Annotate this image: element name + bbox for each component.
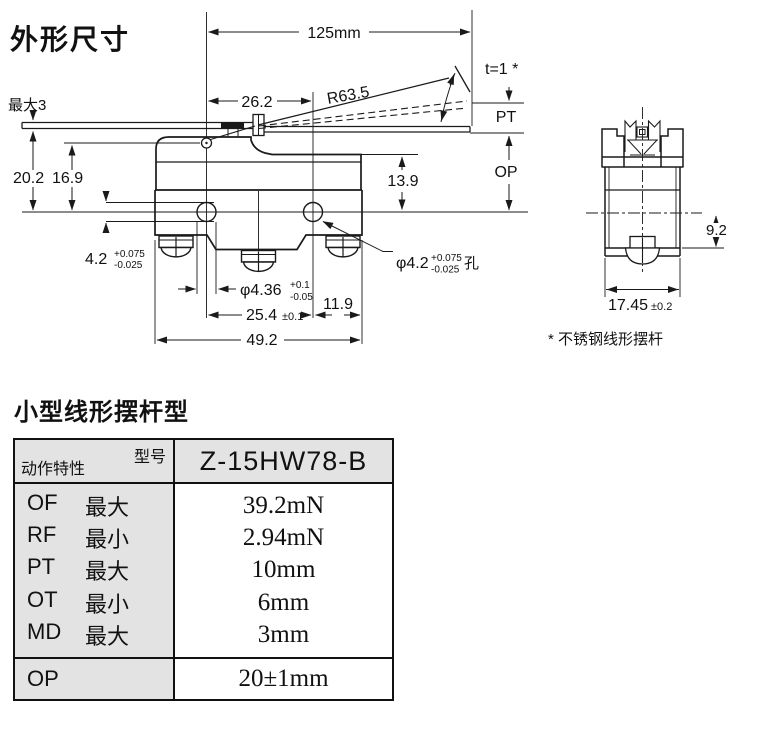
- svg-text:-0.025: -0.025: [114, 260, 143, 271]
- side-labels: 9.2 17.45 ±0.2 * 不锈钢线形摆杆: [548, 222, 733, 348]
- svg-text:-0.05: -0.05: [290, 292, 313, 303]
- row-value: 6mm: [257, 588, 310, 616]
- characteristic-codes-cell: OF 最大 RF 最小 PT 最大 OT 最小 MD 最大: [15, 482, 173, 657]
- row-code: MD: [27, 618, 62, 644]
- mount-hole-label: φ4.2 +0.075 -0.025 孔: [396, 253, 479, 276]
- lever-thickness-label: t=1 *: [485, 61, 518, 78]
- page-title: 外形尺寸: [10, 24, 131, 55]
- row-value: 10mm: [251, 556, 316, 584]
- svg-text:+0.1: +0.1: [290, 280, 310, 291]
- table-row: OT 最小: [27, 587, 173, 619]
- op-row-value-cell: 20±1mm: [173, 657, 392, 699]
- row-value: 3mm: [257, 620, 310, 648]
- svg-text:+0.075: +0.075: [431, 253, 462, 264]
- characteristic-header-label: 动作特性: [21, 461, 86, 478]
- table-row: RF 最小: [27, 522, 173, 554]
- spec-table: 型号 动作特性 Z-15HW78-B OF 最大 RF 最小 PT 最大 OT …: [13, 438, 394, 701]
- svg-text:φ4.36: φ4.36: [240, 282, 282, 299]
- op-label: OP: [494, 164, 517, 181]
- dim-17-45-label: 17.45 ±0.2: [608, 297, 672, 314]
- row-value: 20±1mm: [238, 665, 329, 692]
- svg-text:+0.075: +0.075: [114, 249, 145, 260]
- row-qualifier: 最小: [85, 591, 130, 617]
- section-heading: 小型线形摆杆型: [14, 399, 189, 426]
- dim-16-9-label: 16.9: [52, 170, 83, 187]
- row-code: OP: [27, 666, 59, 691]
- svg-text:4.2: 4.2: [85, 251, 107, 268]
- front-dimensions: [29, 28, 513, 344]
- slot-height-label: 4.2 +0.075 -0.025: [85, 249, 145, 271]
- svg-text:±0.2: ±0.2: [651, 301, 672, 313]
- pt-label: PT: [496, 109, 517, 126]
- row-qualifier: 最大: [85, 623, 130, 649]
- dimension-drawing: 125mm 26.2 R63.5 t=1 * 最大3 20.2 16.9 13.…: [8, 10, 733, 349]
- svg-text:孔: 孔: [464, 255, 479, 272]
- dim-26-2-label: 26.2: [241, 94, 272, 111]
- row-value: 39.2mN: [242, 492, 325, 520]
- characteristic-values-cell: 39.2mN 2.94mN 10mm 6mm 3mm: [173, 482, 392, 657]
- row-qualifier: 最大: [85, 559, 130, 585]
- switch-body-outline: [154, 136, 363, 251]
- table-row: OF 最大: [27, 490, 173, 522]
- plunger-cap: [221, 123, 244, 128]
- row-qualifier: 最小: [85, 527, 130, 553]
- svg-text:φ4.2: φ4.2: [396, 255, 429, 272]
- row-qualifier: 最大: [85, 495, 130, 521]
- row-value: 2.94mN: [242, 524, 325, 552]
- table-header-characteristic-cell: 型号 动作特性: [15, 440, 173, 482]
- row-code: OT: [27, 586, 58, 612]
- hole-pitch-label: 25.4 ±0.1: [246, 307, 303, 324]
- radius-r63-5-label: R63.5: [326, 84, 371, 108]
- svg-text:17.45: 17.45: [608, 297, 648, 314]
- side-dimensions: [604, 215, 724, 297]
- table-header-model-cell: Z-15HW78-B: [173, 440, 392, 482]
- lever-travel-lines: [257, 65, 471, 130]
- front-labels: 125mm 26.2 R63.5 t=1 * 最大3 20.2 16.9 13.…: [8, 25, 518, 349]
- front-extension-lines: [22, 10, 528, 344]
- op-row-code-cell: OP: [15, 657, 173, 699]
- footnote: * 不锈钢线形摆杆: [548, 331, 663, 348]
- svg-text:±0.1: ±0.1: [282, 311, 303, 323]
- row-code: PT: [27, 554, 56, 580]
- row-code: RF: [27, 522, 57, 548]
- model-number: Z-15HW78-B: [199, 445, 368, 476]
- svg-text:25.4: 25.4: [246, 307, 277, 324]
- dim-20-2-label: 20.2: [13, 170, 44, 187]
- terminal-screws: [158, 235, 361, 273]
- front-view: 125mm 26.2 R63.5 t=1 * 最大3 20.2 16.9 13.…: [8, 10, 528, 349]
- table-row: PT 最大: [27, 554, 173, 586]
- model-header-label: 型号: [133, 449, 166, 466]
- side-terminal-screw: [624, 235, 661, 265]
- mounting-holes: [196, 201, 324, 223]
- svg-text:-0.025: -0.025: [431, 265, 460, 276]
- dim-13-9-label: 13.9: [387, 173, 418, 190]
- dim-125mm-label: 125mm: [307, 25, 360, 42]
- side-view: 9.2 17.45 ±0.2 * 不锈钢线形摆杆: [548, 107, 733, 348]
- dim-49-2-label: 49.2: [246, 332, 277, 349]
- dim-9-2-label: 9.2: [706, 222, 727, 239]
- row-code: OF: [27, 490, 58, 516]
- screw-hole-dia-label: φ4.36 +0.1 -0.05: [240, 280, 313, 303]
- table-row: MD 最大: [27, 619, 173, 651]
- dim-11-9-label: 11.9: [323, 296, 353, 313]
- max-3-label: 最大3: [8, 97, 46, 114]
